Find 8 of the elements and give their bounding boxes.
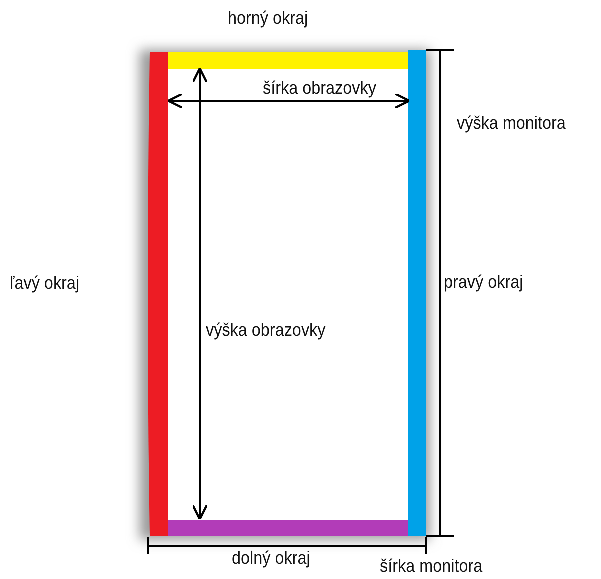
dimension-label: výška obrazovky bbox=[206, 320, 326, 340]
part-label: ľavý okraj bbox=[10, 273, 80, 293]
part-label: pravý okraj bbox=[444, 272, 524, 292]
dimension-label: šírka monitora bbox=[380, 556, 483, 576]
part-label: dolný okraj bbox=[232, 548, 310, 568]
part-label: horný okraj bbox=[228, 8, 308, 28]
dimension-label: šírka obrazovky bbox=[263, 78, 376, 98]
dimension-label: výška monitora bbox=[457, 113, 566, 133]
